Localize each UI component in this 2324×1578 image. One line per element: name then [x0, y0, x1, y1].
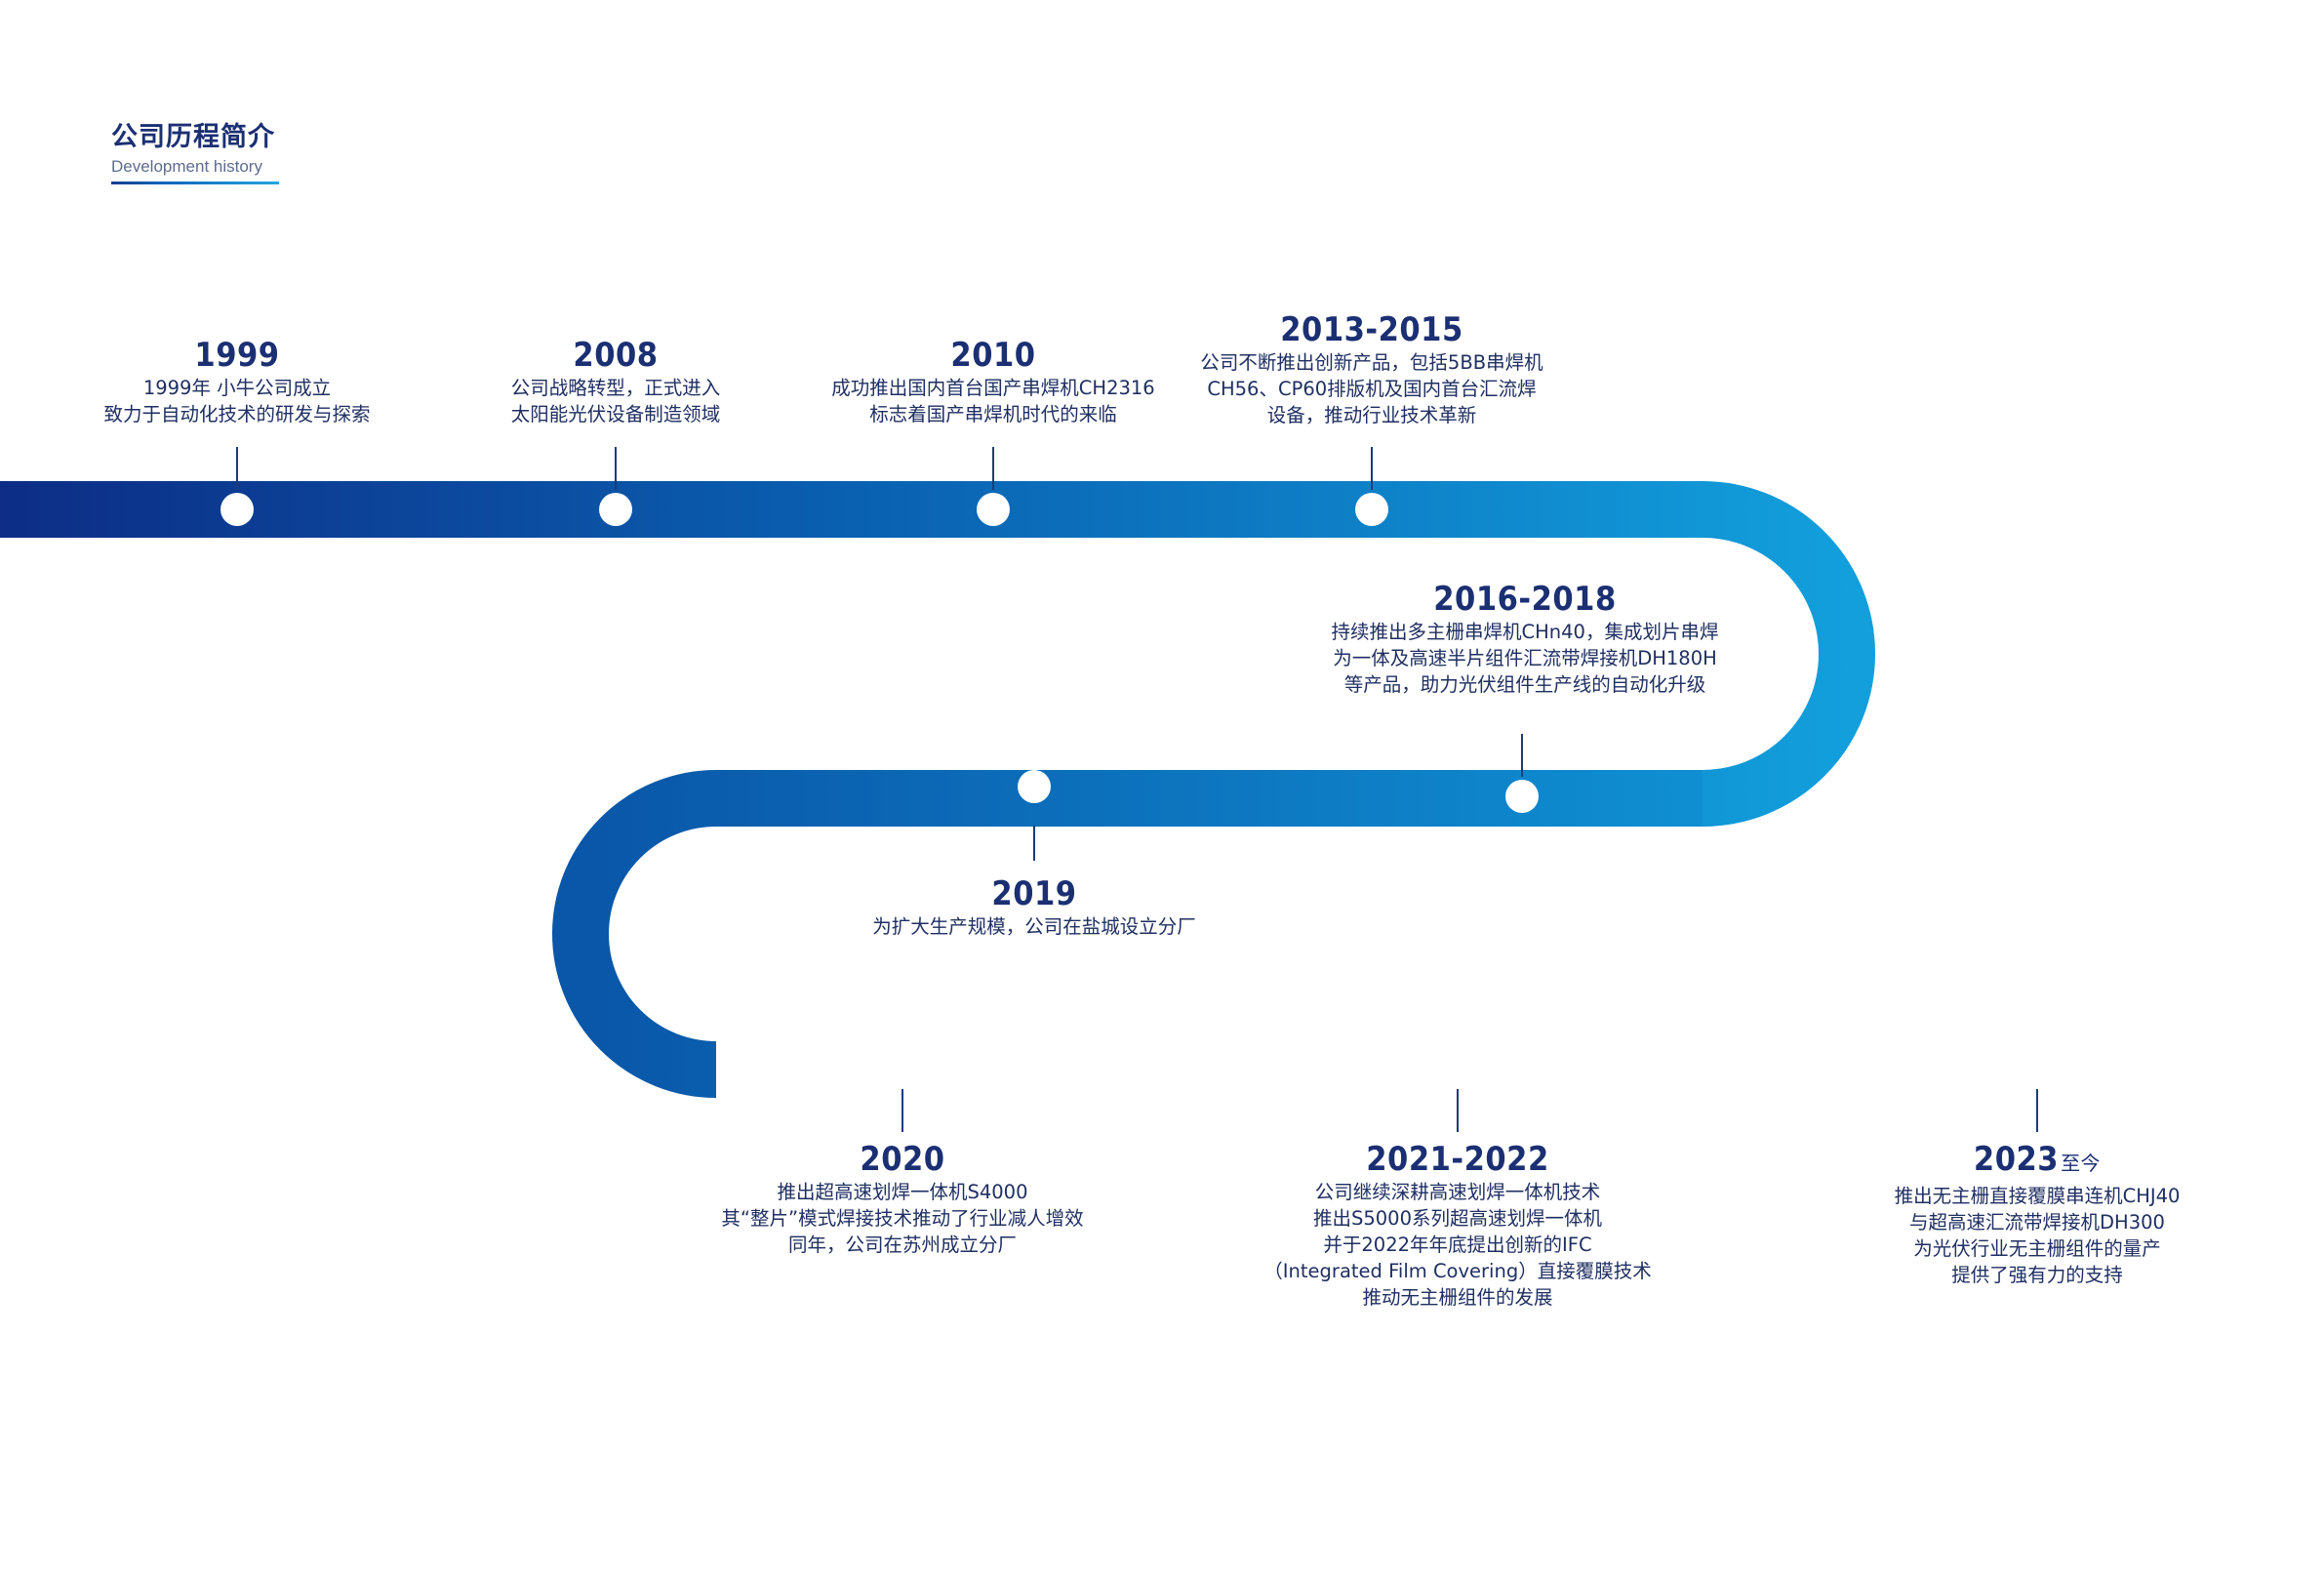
event-description-line: CH56、CP60排版机及国内首台汇流焊	[1207, 378, 1537, 400]
page-subtitle: Development history	[111, 157, 262, 176]
event-description-line: 公司战略转型，正式进入	[510, 377, 721, 399]
event-description-line: 为光伏行业无主栅组件的量产	[1913, 1237, 2161, 1260]
event-description-line: 1999年 小牛公司成立	[142, 377, 332, 399]
event-description-line: 等产品，助力光伏组件生产线的自动化升级	[1343, 673, 1706, 696]
event-description-line: （Integrated Film Covering）直接覆膜技术	[1263, 1260, 1652, 1282]
event-year-text: 2010	[950, 336, 1036, 375]
timeline-node	[599, 493, 632, 526]
event-description-line: 太阳能光伏设备制造领域	[510, 403, 721, 425]
event-year: 2020	[610, 1140, 1195, 1179]
road-segment-top	[0, 481, 1875, 827]
event-description-line: 成功推出国内首台国产串焊机CH2316	[831, 377, 1155, 399]
timeline-node	[977, 493, 1010, 526]
event-description-line: 推动无主栅组件的发展	[1362, 1286, 1553, 1309]
section-header: 公司历程简介 Development history	[111, 115, 279, 184]
event-description-line: 设备，推动行业技术革新	[1266, 404, 1477, 426]
event-year: 1999	[0, 336, 530, 375]
event-year-text: 2013-2015	[1280, 310, 1463, 349]
event-description-line: 标志着国产串焊机时代的来临	[869, 403, 1117, 425]
event-year: 2013-2015	[1079, 310, 1664, 349]
timeline-node	[2021, 1053, 2054, 1086]
timeline-node	[220, 493, 254, 526]
timeline-node	[886, 1053, 919, 1086]
event-year-text: 1999	[194, 336, 280, 375]
event-description-line: 致力于自动化技术的研发与探索	[103, 403, 371, 425]
event-description-line: 同年，公司在苏州成立分厂	[787, 1234, 1017, 1256]
event-year: 2021-2022	[1165, 1140, 1750, 1179]
event-description-line: 推出S5000系列超高速划焊一体机	[1312, 1207, 1602, 1230]
event-year-text: 2019	[991, 874, 1077, 913]
event-description-line: 公司不断推出创新产品，包括5BB串焊机	[1200, 351, 1543, 374]
timeline-node	[1441, 1053, 1474, 1086]
timeline-node	[1505, 780, 1539, 813]
event-year-text: 2023	[1973, 1140, 2060, 1179]
event-description-line: 并于2022年年底提出创新的IFC	[1323, 1234, 1592, 1256]
event-description-line: 提供了强有力的支持	[1951, 1264, 2123, 1286]
event-year: 2010	[701, 336, 1286, 375]
event-year-suffix: 至今	[2061, 1152, 2102, 1175]
event-year-text: 2021-2022	[1366, 1140, 1549, 1179]
event-description-line: 公司继续深耕高速划焊一体机技术	[1314, 1181, 1601, 1203]
event-description-line: 其“整片”模式焊接技术推动了行业减人增效	[721, 1207, 1084, 1230]
title-underline	[111, 182, 279, 184]
timeline-node	[1018, 770, 1051, 803]
event-description-line: 推出超高速划焊一体机S4000	[777, 1181, 1028, 1203]
page-title: 公司历程简介	[111, 122, 275, 152]
road-segment-middle	[552, 770, 1703, 1098]
event-year-text: 2020	[860, 1140, 945, 1179]
event-year-text: 2016-2018	[1433, 580, 1617, 619]
event-year: 2019	[741, 874, 1327, 913]
event-description-line: 与超高速汇流带焊接机DH300	[1909, 1211, 2165, 1234]
event-description-line: 持续推出多主栅串焊机CHn40，集成划片串焊	[1331, 621, 1719, 643]
timeline-node	[1355, 493, 1388, 526]
event-year: 2008	[323, 336, 908, 375]
event-description-line: 为扩大生产规模，公司在盐城设立分厂	[872, 915, 1196, 938]
event-description-line: 推出无主栅直接覆膜串连机CHJ40	[1894, 1185, 2181, 1207]
event-description-line: 为一体及高速半片组件汇流带焊接机DH180H	[1333, 647, 1717, 669]
event-year: 2016-2018	[1232, 580, 1818, 619]
event-year-text: 2008	[573, 336, 659, 375]
